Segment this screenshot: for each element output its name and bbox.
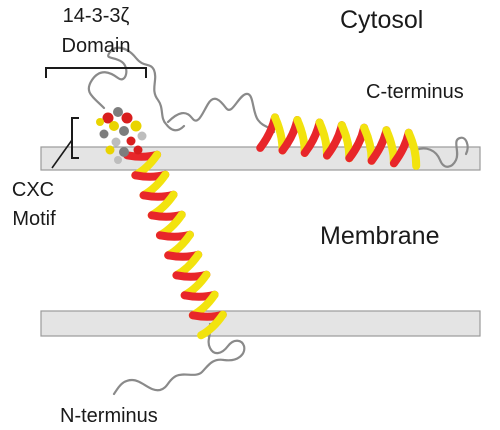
atom (119, 126, 129, 136)
atom (99, 129, 109, 139)
atom (96, 118, 104, 126)
atom (111, 137, 121, 147)
atom (119, 147, 129, 157)
c-terminal-helix (256, 113, 421, 170)
membrane-lower-boundary (40, 310, 481, 337)
transmembrane-helix (123, 150, 227, 340)
atom (114, 156, 122, 164)
atom (126, 136, 136, 146)
atom (113, 107, 123, 117)
c-terminus-label: C-terminus (366, 81, 464, 103)
cxc-motif-pointer (51, 139, 73, 169)
cytosol-label: Cytosol (340, 6, 423, 34)
domain-bracket (45, 67, 147, 78)
atom (137, 131, 147, 141)
cxc-motif-bracket (71, 117, 79, 159)
protein-backbone-loops (87, 46, 469, 396)
cxc-label-line2: Motif (12, 208, 56, 230)
helix-ribbon-segment (197, 310, 227, 340)
linker-loop (166, 92, 276, 134)
cxc-motif-atoms (96, 107, 147, 164)
n-terminus-label: N-terminus (60, 405, 158, 427)
domain-label-line1: 14-3-3ζ (63, 5, 130, 27)
c-terminal-tail (414, 136, 469, 168)
atom (130, 120, 142, 132)
cxc-label-line1: CXC (12, 179, 54, 201)
domain-loop (87, 46, 186, 132)
atom (133, 145, 143, 155)
helix-ribbon-segment (404, 128, 421, 170)
atom (121, 112, 133, 124)
atom (105, 145, 115, 155)
atom (102, 112, 114, 124)
n-terminal-tail (112, 322, 246, 396)
atom (109, 121, 119, 131)
domain-label-line2: Domain (62, 35, 131, 57)
membrane-label: Membrane (320, 222, 440, 250)
